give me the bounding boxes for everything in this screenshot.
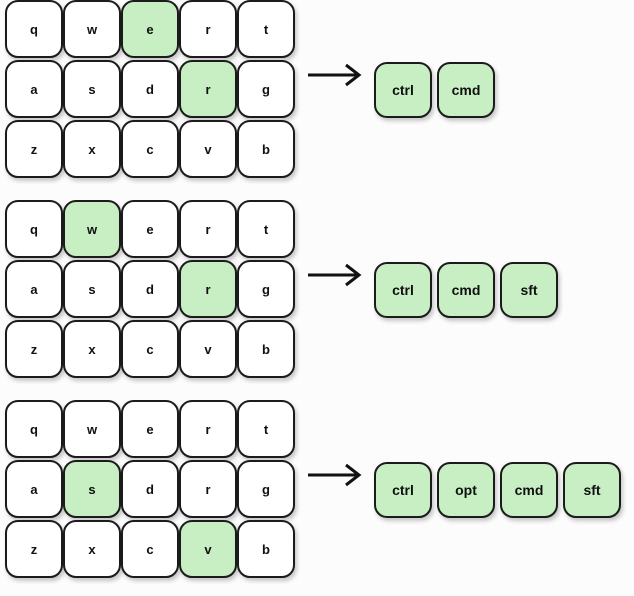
keyboard-key-c[interactable]: c — [121, 520, 179, 578]
keyboard-key-v-selected[interactable]: v — [179, 520, 237, 578]
modifier-key-sft[interactable]: sft — [500, 262, 558, 318]
modifier-key-ctrl[interactable]: ctrl — [374, 462, 432, 518]
keyboard-key-r[interactable]: r — [179, 0, 237, 58]
keyboard-key-r[interactable]: r — [179, 460, 237, 518]
keyboard-key-d[interactable]: d — [121, 260, 179, 318]
keyboard-key-v[interactable]: v — [179, 320, 237, 378]
mapping-arrow — [297, 400, 374, 580]
keyboard-key-w[interactable]: w — [63, 0, 121, 58]
modifier-key-opt[interactable]: opt — [437, 462, 495, 518]
keyboard-key-w[interactable]: w — [63, 400, 121, 458]
keyboard-key-t[interactable]: t — [237, 400, 295, 458]
modifier-key-cmd[interactable]: cmd — [437, 62, 495, 118]
keyboard-key-d[interactable]: d — [121, 60, 179, 118]
keyboard-key-s-selected[interactable]: s — [63, 460, 121, 518]
keyboard-key-e-selected[interactable]: e — [121, 0, 179, 58]
keyboard-key-b[interactable]: b — [237, 320, 295, 378]
keyboard-key-v[interactable]: v — [179, 120, 237, 178]
keyboard-key-g[interactable]: g — [237, 460, 295, 518]
keyboard-key-s[interactable]: s — [63, 60, 121, 118]
keyboard-key-w-selected[interactable]: w — [63, 200, 121, 258]
keyboard-key-g[interactable]: g — [237, 260, 295, 318]
keyboard-key-g[interactable]: g — [237, 60, 295, 118]
mapping-arrow — [297, 0, 374, 180]
right-arrow-icon — [308, 463, 362, 487]
modifier-key-cmd[interactable]: cmd — [500, 462, 558, 518]
keyboard-key-c[interactable]: c — [121, 320, 179, 378]
keyboard-key-q[interactable]: q — [5, 200, 63, 258]
right-arrow-icon — [308, 263, 362, 287]
keyboard-key-e[interactable]: e — [121, 400, 179, 458]
keyboard-key-z[interactable]: z — [5, 120, 63, 178]
keyboard-key-x[interactable]: x — [63, 520, 121, 578]
keyboard-key-z[interactable]: z — [5, 320, 63, 378]
keyboard-key-c[interactable]: c — [121, 120, 179, 178]
modifier-key-ctrl[interactable]: ctrl — [374, 262, 432, 318]
keyboard-key-x[interactable]: x — [63, 320, 121, 378]
keyboard-key-x[interactable]: x — [63, 120, 121, 178]
keyboard-key-q[interactable]: q — [5, 400, 63, 458]
keyboard-key-r[interactable]: r — [179, 400, 237, 458]
keyboard-key-q[interactable]: q — [5, 0, 63, 58]
keyboard-key-z[interactable]: z — [5, 520, 63, 578]
mapping-arrow — [297, 200, 374, 380]
modifier-key-cmd[interactable]: cmd — [437, 262, 495, 318]
modifier-key-ctrl[interactable]: ctrl — [374, 62, 432, 118]
keyboard-key-a[interactable]: a — [5, 260, 63, 318]
keyboard-key-r[interactable]: r — [179, 200, 237, 258]
keyboard-key-d[interactable]: d — [121, 460, 179, 518]
keyboard-key-r-selected[interactable]: r — [179, 60, 237, 118]
keyboard-key-r-selected[interactable]: r — [179, 260, 237, 318]
keyboard-key-b[interactable]: b — [237, 520, 295, 578]
keyboard-key-b[interactable]: b — [237, 120, 295, 178]
keyboard-key-t[interactable]: t — [237, 200, 295, 258]
keyboard-key-a[interactable]: a — [5, 460, 63, 518]
modifier-key-sft[interactable]: sft — [563, 462, 621, 518]
keyboard-key-e[interactable]: e — [121, 200, 179, 258]
right-arrow-icon — [308, 63, 362, 87]
keyboard-key-a[interactable]: a — [5, 60, 63, 118]
keyboard-key-t[interactable]: t — [237, 0, 295, 58]
keyboard-key-s[interactable]: s — [63, 260, 121, 318]
